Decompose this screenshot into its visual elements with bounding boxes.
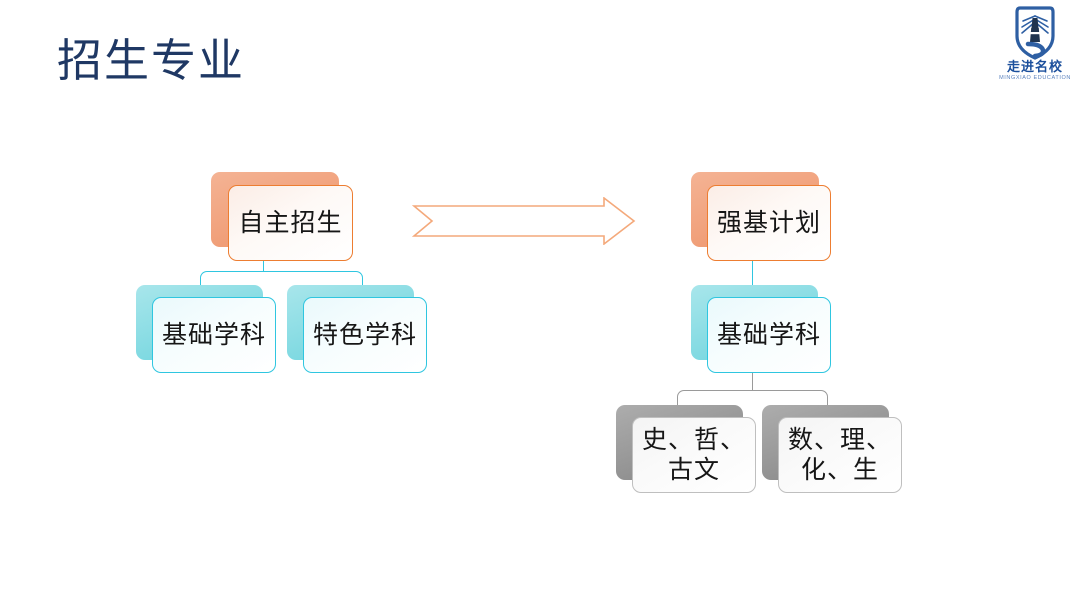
connector-right-root-stem [752, 260, 753, 285]
brand-logo: 走进名校 MINGXIAO EDUCATION [998, 4, 1072, 88]
node-qiangji-jihua[interactable]: 强基计划 [691, 172, 831, 261]
node-label: 基础学科 [716, 320, 821, 349]
page-title: 招生专业 [57, 35, 246, 86]
node-label-box: 数、理、 化、生 [778, 417, 902, 493]
connector-left-root-stem [263, 260, 264, 272]
connector-left-bracket [200, 271, 363, 297]
logo-name-cn: 走进名校 [1006, 59, 1063, 74]
node-label: 强基计划 [716, 208, 821, 237]
node-label: 基础学科 [161, 320, 266, 349]
node-label-box: 自主招生 [228, 185, 353, 261]
node-left-tese-xueke[interactable]: 特色学科 [287, 285, 427, 373]
lighthouse-shield-icon [1015, 6, 1055, 60]
node-label-line1: 史、哲、 [641, 425, 746, 454]
node-right-jichu-xueke[interactable]: 基础学科 [691, 285, 831, 373]
node-label-line2: 化、生 [800, 455, 879, 484]
node-label: 特色学科 [312, 320, 417, 349]
node-science-subjects[interactable]: 数、理、 化、生 [762, 405, 902, 493]
node-label-box: 史、哲、 古文 [632, 417, 756, 493]
node-label-line2: 古文 [667, 455, 720, 484]
node-label-box: 基础学科 [707, 297, 831, 373]
logo-name-en: MINGXIAO EDUCATION [999, 75, 1071, 81]
connector-right-mid-stem [752, 373, 753, 391]
transition-arrow-icon [412, 197, 636, 245]
node-label-box: 特色学科 [303, 297, 427, 373]
node-label: 自主招生 [238, 208, 343, 237]
node-label-box: 强基计划 [707, 185, 831, 261]
node-label-box: 基础学科 [152, 297, 276, 373]
node-zizhu-zhaosheng[interactable]: 自主招生 [211, 172, 353, 261]
node-label-line1: 数、理、 [787, 425, 892, 454]
connector-right-bracket [677, 390, 828, 410]
node-left-jichu-xueke[interactable]: 基础学科 [136, 285, 276, 373]
node-humanities-subjects[interactable]: 史、哲、 古文 [616, 405, 756, 493]
